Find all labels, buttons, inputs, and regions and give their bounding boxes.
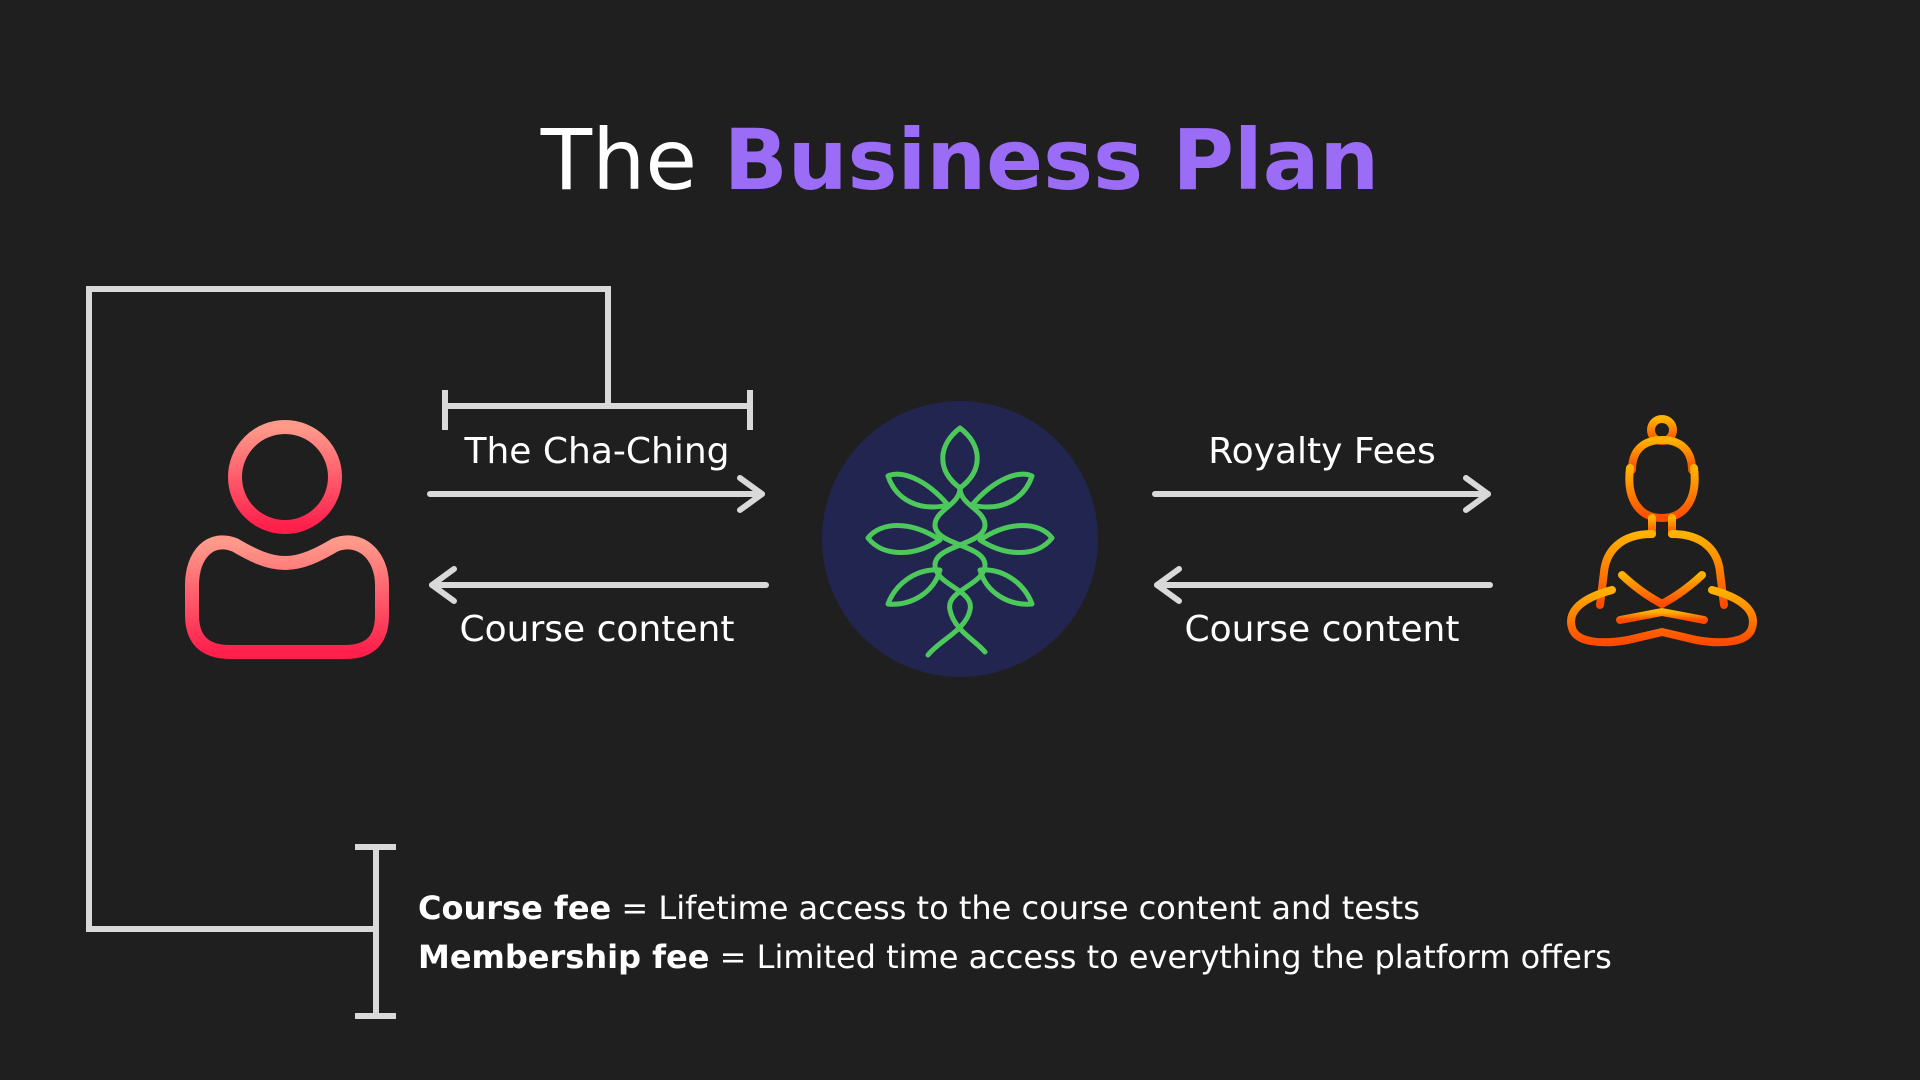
flow-label-royalty-fees: Royalty Fees bbox=[1208, 431, 1436, 472]
membership-fee-definition: = Limited time access to everything the … bbox=[709, 938, 1612, 976]
leaf-tree-logo-icon bbox=[822, 401, 1098, 677]
page-title: The Business Plan bbox=[0, 110, 1920, 210]
title-highlight: Business Plan bbox=[723, 111, 1380, 209]
course-fee-line: Course fee = Lifetime access to the cour… bbox=[418, 884, 1612, 933]
arrow-left-left-bottom bbox=[429, 566, 769, 604]
arrow-right-right-top bbox=[1152, 475, 1491, 513]
outer-connector-line bbox=[86, 286, 611, 932]
user-icon bbox=[185, 420, 389, 659]
flow-label-cha-ching: The Cha-Ching bbox=[464, 431, 730, 472]
title-prefix: The bbox=[540, 111, 698, 209]
course-fee-term: Course fee bbox=[418, 889, 612, 927]
bracket-connector bbox=[86, 286, 753, 1019]
arrow-right-left-top bbox=[427, 475, 765, 513]
fee-definitions: Course fee = Lifetime access to the cour… bbox=[418, 884, 1612, 982]
membership-fee-line: Membership fee = Limited time access to … bbox=[418, 933, 1612, 982]
arrow-left-right-bottom bbox=[1154, 566, 1493, 604]
flow-label-course-content-left: Course content bbox=[459, 609, 735, 650]
course-fee-definition: = Lifetime access to the course content … bbox=[611, 889, 1420, 927]
meditating-buddha-icon bbox=[1543, 415, 1784, 661]
flow-label-course-content-right: Course content bbox=[1184, 609, 1460, 650]
membership-fee-term: Membership fee bbox=[418, 938, 710, 976]
